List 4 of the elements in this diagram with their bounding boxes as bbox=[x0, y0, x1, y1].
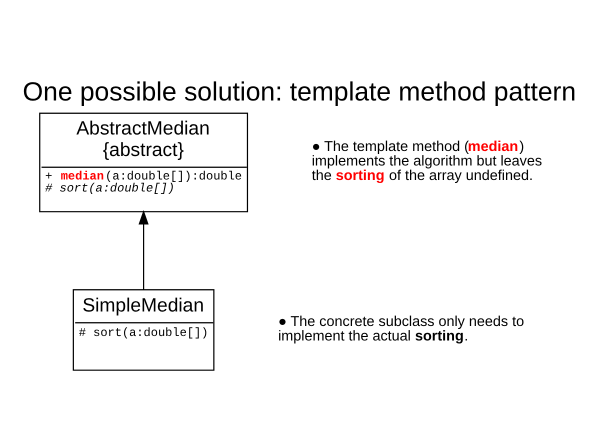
arrow bbox=[138, 210, 149, 290]
diagram-title: One possible solution: template method pattern bbox=[22, 76, 576, 106]
label: ● The concrete subclass only needs to implement the actual sorting. bbox=[278, 313, 524, 344]
label: ● The template method (median) implements the algorithm but leaves the sorting of the array undefined. bbox=[312, 138, 542, 184]
